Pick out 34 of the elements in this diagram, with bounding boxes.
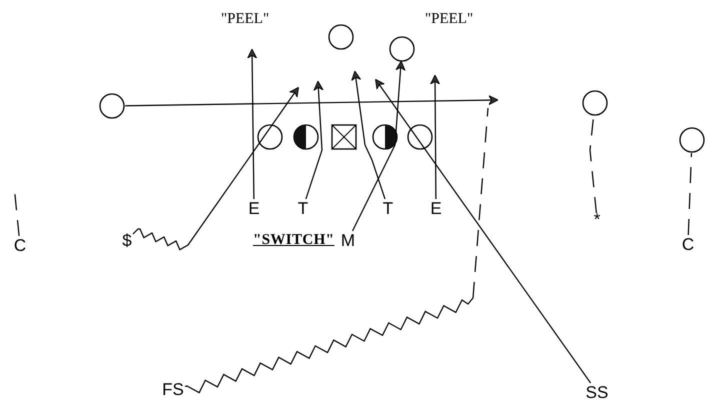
play-call-label: "PEEL"	[425, 12, 474, 27]
route-arrow	[375, 78, 592, 384]
player-letter: T	[381, 199, 395, 217]
play-call-label: "PEEL"	[221, 12, 270, 27]
player-circle	[328, 24, 354, 50]
player-circle	[99, 93, 125, 119]
route-arrow	[247, 48, 258, 199]
route-arrow	[351, 70, 386, 200]
player-letter: FS	[161, 380, 185, 398]
route-arrow	[132, 86, 299, 250]
play-call-label: "SWITCH"	[253, 233, 334, 248]
player-letter: $	[121, 230, 133, 250]
player-letter: E	[247, 199, 261, 217]
player-letter: E	[429, 199, 443, 217]
route-arrow	[430, 74, 440, 199]
player-letter: C	[13, 236, 27, 254]
player-letter: M	[340, 231, 356, 249]
route-arrow	[305, 80, 324, 200]
player-circle	[257, 124, 283, 150]
route-arrow	[352, 60, 406, 232]
player-letter: *	[592, 213, 602, 225]
center-square	[331, 124, 357, 150]
route-arrow	[125, 95, 498, 106]
player-letter: C	[681, 235, 695, 253]
half-filled-circle	[293, 124, 319, 150]
player-letter: SS	[585, 383, 609, 401]
player-circle	[582, 90, 608, 116]
player-circle	[389, 36, 415, 62]
player-circle	[407, 124, 433, 150]
player-circle	[679, 127, 705, 153]
route-line	[688, 152, 692, 236]
player-letter: T	[296, 199, 310, 217]
half-filled-circle	[372, 124, 398, 150]
route-line	[184, 108, 489, 394]
